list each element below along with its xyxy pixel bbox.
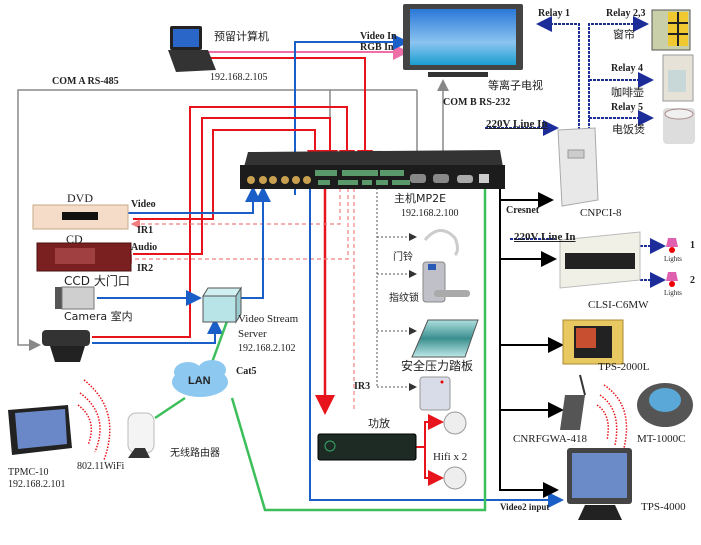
dvd-player-device xyxy=(32,204,129,230)
ccd-camera-device xyxy=(55,286,95,310)
clsi-c6mw-device xyxy=(559,231,641,289)
cresnet-bus xyxy=(499,188,564,498)
pressure-pad-label: 安全压力踏板 xyxy=(401,359,474,373)
pressure-pad-device xyxy=(411,319,479,358)
hifi-speakers xyxy=(443,411,467,490)
light-2-icon xyxy=(666,272,678,287)
tpmc-label: TPMC-10 xyxy=(8,467,49,478)
lan-cloud xyxy=(172,360,228,397)
com-a-label: COM A RS-485 xyxy=(52,76,119,87)
curtain-device xyxy=(651,9,691,51)
lights-1-label: Lights xyxy=(664,255,682,263)
ir-sensor-device xyxy=(419,376,451,411)
relay-23-label: Relay 2,3 xyxy=(606,8,646,19)
line-in-1-label: 220V Line In xyxy=(486,118,548,130)
coffee-maker-device xyxy=(662,54,694,102)
com-b-label: COM B RS-232 xyxy=(443,97,511,108)
tps-4000-device xyxy=(567,448,632,520)
relay-lines xyxy=(485,16,666,288)
relay-1-label: Relay 1 xyxy=(538,8,570,19)
clsi-label: CLSI-C6MW xyxy=(588,299,649,311)
lights-1-number: 1 xyxy=(690,240,695,251)
audio-lines xyxy=(92,106,444,486)
cnpci-8-device xyxy=(557,127,599,207)
cnrfgwa-418-device xyxy=(560,374,586,430)
tps-2000l-device xyxy=(562,319,624,365)
cnpci-label: CNPCI-8 xyxy=(580,207,622,219)
laptop-ip: 192.168.2.105 xyxy=(210,72,268,83)
ccd-label: CCD 大门口 xyxy=(64,274,130,288)
wifi-waves-right xyxy=(596,384,628,449)
relay-5-label: Relay 5 xyxy=(611,102,643,113)
laptop-connections xyxy=(208,34,409,195)
mt-1000c-device xyxy=(637,383,693,427)
lights-2-label: Lights xyxy=(664,289,682,297)
doorbell-label: 门铃 xyxy=(393,252,413,263)
rgb-in-label: RGB In xyxy=(360,42,394,53)
lan-label: LAN xyxy=(188,375,211,387)
tpmc-ip: 192.168.2.101 xyxy=(8,479,66,490)
ir3-label: IR3 xyxy=(354,381,371,392)
coffee-label: 咖啡壶 xyxy=(611,86,644,99)
plasma-tv-device xyxy=(403,4,523,77)
camera-label: Camera 室内 xyxy=(64,310,133,323)
tps-2000l-label: TPS-2000L xyxy=(598,361,650,373)
tpmc-10-device xyxy=(8,405,72,455)
host-label: 主机MP2E xyxy=(394,192,447,205)
relay-4-label: Relay 4 xyxy=(611,63,643,74)
video-lines xyxy=(92,186,564,508)
indoor-camera-device xyxy=(42,330,90,362)
sensor-bus xyxy=(376,188,417,391)
ir-lines xyxy=(122,188,355,410)
host-ip: 192.168.2.100 xyxy=(401,208,459,219)
line-in-2-label: 220V Line In xyxy=(514,231,576,243)
mp2e-host-device xyxy=(240,150,505,189)
ir2-label: IR2 xyxy=(137,263,154,274)
cnrfgwa-label: CNRFGWA-418 xyxy=(513,433,587,445)
cd-player-device xyxy=(36,242,132,272)
ir1-label: IR1 xyxy=(137,225,154,236)
audio-label: Audio xyxy=(131,242,158,253)
curtain-label: 窗帘 xyxy=(613,28,635,41)
lights-2-number: 2 xyxy=(690,275,695,286)
cresnet-label: Cresnet xyxy=(506,205,540,216)
wireless-router-device xyxy=(127,412,155,458)
dvd-label: DVD xyxy=(67,191,93,205)
rice-cooker-label: 电饭煲 xyxy=(612,123,645,136)
hifi-label: Hifi x 2 xyxy=(433,451,468,463)
vss-ip: 192.168.2.102 xyxy=(238,343,296,354)
video-in-label: Video In xyxy=(360,31,397,42)
video-stream-server-device xyxy=(202,286,242,324)
laptop-label: 预留计算机 xyxy=(214,30,269,43)
plasma-tv-label: 等离子电视 xyxy=(488,79,543,92)
wifi-label: 802.11WiFi xyxy=(77,461,125,472)
laptop-device xyxy=(168,26,216,72)
vss-label-2: Server xyxy=(238,328,267,340)
cat5-label: Cat5 xyxy=(236,366,257,377)
mt-1000c-label: MT-1000C xyxy=(637,433,686,445)
router-label: 无线路由器 xyxy=(170,448,220,459)
fingerprint-lock-device xyxy=(422,261,470,303)
rice-cooker-device xyxy=(663,108,695,144)
amplifier-label: 功放 xyxy=(368,417,390,430)
doorbell-device xyxy=(423,229,459,257)
fingerprint-lock-label: 指纹锁 xyxy=(389,293,419,304)
tps-4000-label: TPS-4000 xyxy=(641,501,686,513)
wifi-waves-left xyxy=(77,379,111,461)
video-label: Video xyxy=(131,199,156,210)
amplifier-device xyxy=(317,433,417,461)
vss-label-1: Video Stream xyxy=(238,313,299,325)
light-1-icon xyxy=(666,238,678,253)
video2-input-label: Video2 input xyxy=(500,502,550,512)
cd-label: CD xyxy=(66,232,83,246)
